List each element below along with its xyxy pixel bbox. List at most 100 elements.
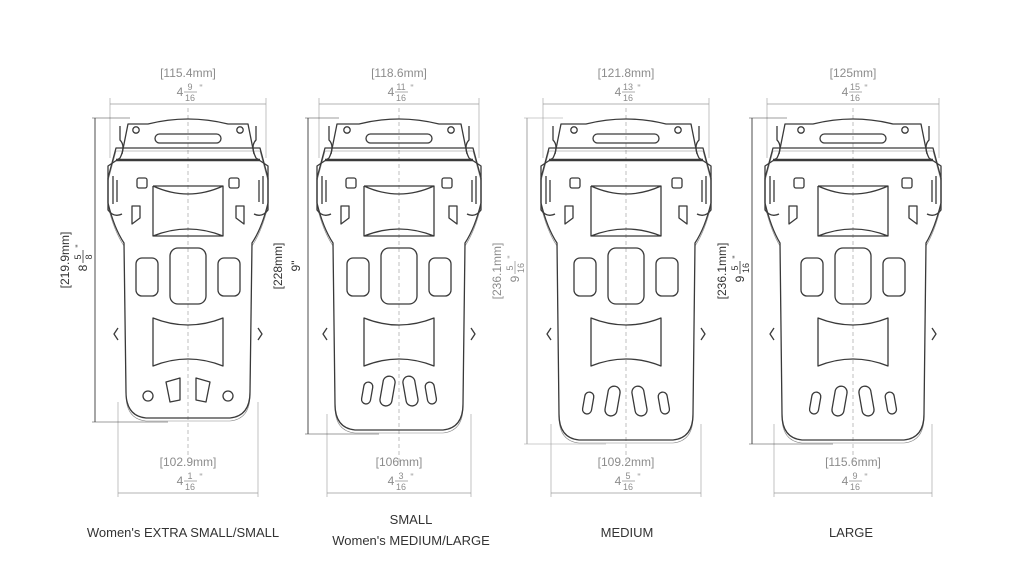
plate-outline xyxy=(540,147,712,441)
top-width-in-whole: 4 xyxy=(177,85,184,99)
plate-edge-shadow xyxy=(316,150,482,434)
clip-ribs-right xyxy=(701,176,707,204)
bail-slot xyxy=(154,133,222,144)
cutout-upper-bowtie xyxy=(590,185,662,237)
side-bump-left xyxy=(546,327,552,341)
top-width-mm: [121.8mm] xyxy=(598,66,655,80)
lug-left xyxy=(345,177,357,189)
cutout-center xyxy=(607,247,645,305)
bottom-width-mm: [102.9mm] xyxy=(160,455,217,469)
lug-left xyxy=(569,177,581,189)
lug-right xyxy=(901,177,913,189)
bail-top xyxy=(330,118,468,155)
cutout-center xyxy=(834,247,872,305)
bottom-hole-4 xyxy=(424,381,438,405)
side-notch-left xyxy=(564,205,574,225)
side-notch-left xyxy=(131,205,141,225)
bottom-width-in-numerator: 5 xyxy=(625,471,630,481)
bottom-width-in-numerator: 9 xyxy=(852,471,857,481)
top-width-in-whole: 4 xyxy=(842,85,849,99)
bail-top xyxy=(554,118,698,155)
cutout-mid-left xyxy=(800,257,824,297)
height-in-whole: 8 xyxy=(76,264,90,271)
top-width-in-denominator: 16 xyxy=(396,93,406,103)
cutout-lower-bowtie xyxy=(363,317,435,367)
height-in-unit: " xyxy=(506,255,516,258)
side-notch-left xyxy=(340,205,350,225)
height-dimension: [228mm]9" xyxy=(271,117,379,435)
clip-ribs-left xyxy=(321,176,327,204)
cutout-lower-bowtie xyxy=(590,317,662,367)
cutout-upper-bowtie xyxy=(817,185,889,237)
bottom-hole-1 xyxy=(360,381,374,405)
bottom-hole-2 xyxy=(831,385,848,417)
hole-outer-right xyxy=(222,390,234,402)
top-width-in-numerator: 11 xyxy=(396,82,405,92)
plate-outline xyxy=(107,147,269,419)
cutout-mid-right xyxy=(217,257,241,297)
size-label-m: MEDIUM xyxy=(517,522,737,543)
size-label-l: LARGE xyxy=(741,522,961,543)
plate-edge-shadow xyxy=(764,150,942,444)
height-mm: [228mm] xyxy=(271,243,285,290)
top-width-in-unit: " xyxy=(199,83,202,93)
bottom-hole-3 xyxy=(631,385,648,417)
bottom-hole-2 xyxy=(379,375,396,407)
bottom-width-in-unit: " xyxy=(199,472,202,482)
bottom-width-in-denominator: 16 xyxy=(396,482,406,492)
lug-left xyxy=(793,177,805,189)
top-width-mm: [125mm] xyxy=(830,66,877,80)
bottom-hole-3 xyxy=(402,375,419,407)
clip-ribs-right xyxy=(931,176,937,204)
size-label-line: SMALL xyxy=(389,512,433,527)
bottom-width-in-denominator: 16 xyxy=(185,482,195,492)
top-width-mm: [115.4mm] xyxy=(160,66,216,80)
size-label-xs: Women's EXTRA SMALL/SMALL xyxy=(73,522,293,543)
bottom-width-mm: [106mm] xyxy=(376,455,423,469)
bottom-hole-1 xyxy=(581,391,595,415)
clip-ribs-left xyxy=(545,176,551,204)
height-in-denominator: 16 xyxy=(516,263,526,273)
clip-right xyxy=(252,126,269,216)
bail-hole-right xyxy=(447,126,455,134)
height-in-whole: 9 xyxy=(508,275,522,282)
clip-left xyxy=(316,126,333,216)
side-bump-right xyxy=(257,327,263,341)
bottom-width-in-numerator: 1 xyxy=(187,471,192,481)
clip-left xyxy=(540,126,557,216)
height-in-numerator: 5 xyxy=(505,265,515,270)
side-bump-right xyxy=(470,327,476,341)
lug-right xyxy=(671,177,683,189)
cutout-mid-right xyxy=(882,257,906,297)
cutout-mid-left xyxy=(346,257,370,297)
bail-top xyxy=(121,118,255,155)
size-label-line: MEDIUM xyxy=(600,525,654,540)
clip-right xyxy=(925,126,942,216)
height-mm: [236.1mm] xyxy=(490,243,504,300)
bottom-width-mm: [115.6mm] xyxy=(825,455,881,469)
height-mm: [236.1mm] xyxy=(715,243,729,300)
clip-left xyxy=(764,126,781,216)
bail-hole-left xyxy=(132,126,140,134)
bottom-width-in-whole: 4 xyxy=(615,474,622,488)
bail-hole-right xyxy=(674,126,682,134)
cutout-center xyxy=(380,247,418,305)
height-in-whole: 9 xyxy=(733,275,747,282)
bail-top xyxy=(778,118,928,155)
cutout-mid-left xyxy=(573,257,597,297)
plate-drawing xyxy=(316,118,482,434)
